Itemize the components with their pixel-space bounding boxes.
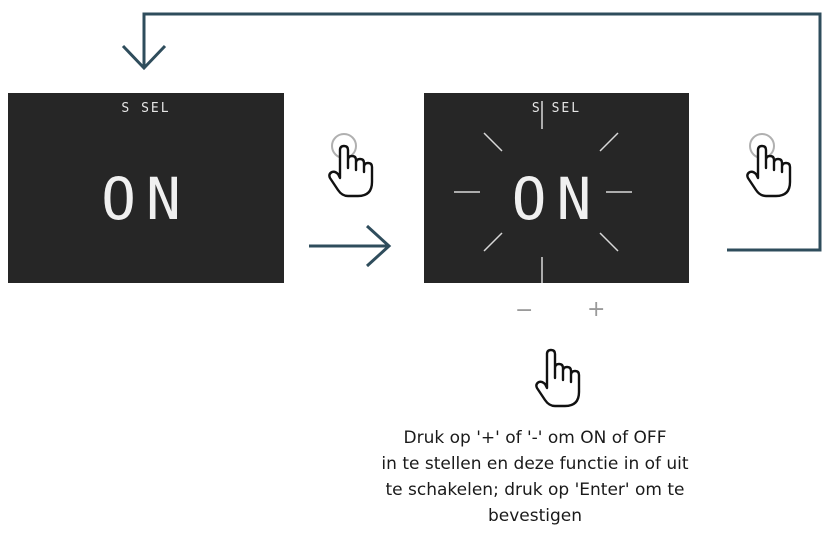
arrow-right-icon <box>309 224 392 268</box>
caption-line: bevestigen <box>487 506 583 526</box>
instruction-caption: Druk op '+' of '-' om ON of OFF in te st… <box>340 425 730 529</box>
display-panel-right: S SEL ON <box>424 93 689 283</box>
display-label: S SEL <box>531 101 582 116</box>
display-value: ON <box>511 165 602 233</box>
hand-tap-icon <box>535 348 581 408</box>
display-value: ON <box>101 165 191 233</box>
caption-line: Druk op '+' of '-' om ON of OFF <box>403 428 667 448</box>
caption-line: in te stellen en deze functie in of uit <box>381 454 689 474</box>
hand-tap-icon <box>328 133 374 198</box>
blink-rays-icon <box>454 101 632 283</box>
hand-tap-icon <box>746 133 792 198</box>
minus-label: − <box>515 298 534 323</box>
display-label: S SEL <box>121 101 171 116</box>
display-panel-left: S SEL ON <box>8 93 284 283</box>
caption-line: te schakelen; druk op 'Enter' om te <box>385 480 685 500</box>
plus-label: + <box>587 297 606 322</box>
